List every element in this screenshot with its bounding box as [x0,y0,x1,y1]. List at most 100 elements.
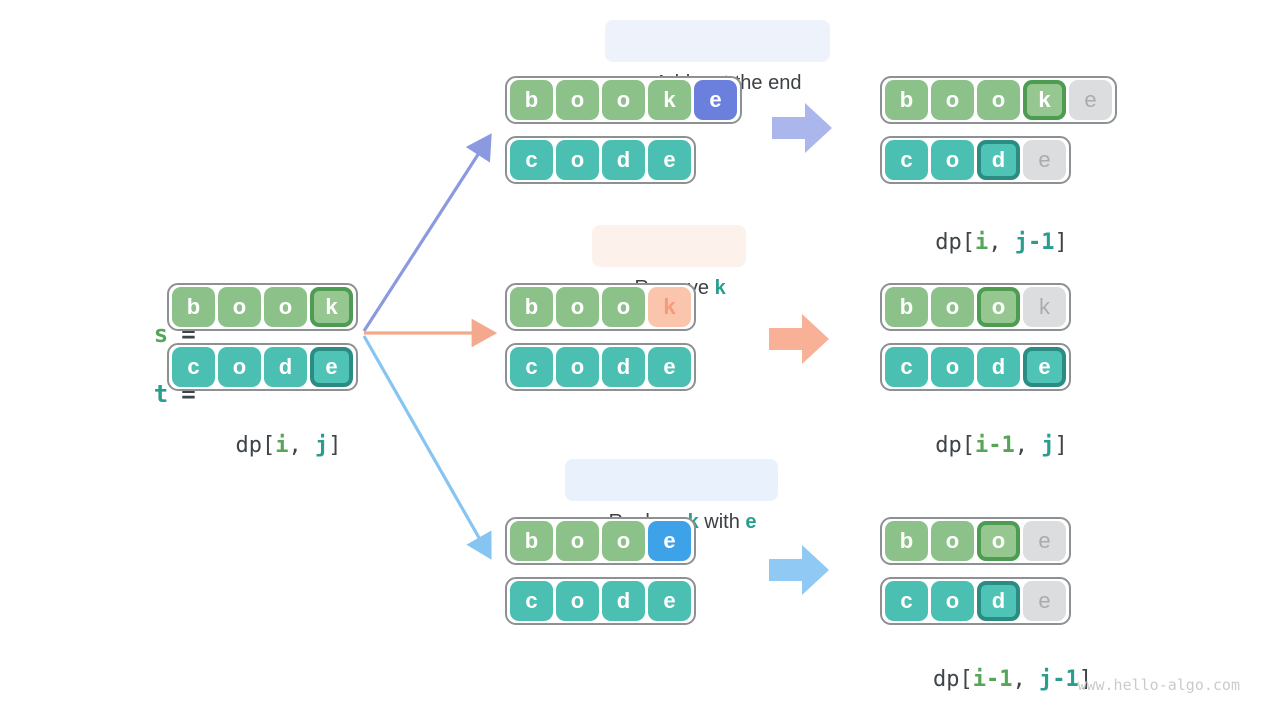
caption-part: j [314,433,329,458]
dp-caption-remove: dp[i-1, j] [880,408,1070,483]
char-cell: b [885,521,928,561]
caption-part: i [974,230,989,255]
char-cell-replaced: e [648,521,691,561]
char-cell: o [218,347,261,387]
char-cell-highlighted: o [977,521,1020,561]
char-cell: o [602,521,645,561]
char-cell: c [510,347,553,387]
char-cell: k [648,80,691,120]
label-part: e [745,511,757,533]
char-cell-dimmed: e [1023,581,1066,621]
char-cell: c [885,347,928,387]
char-cell: o [556,140,599,180]
char-cell: o [602,287,645,327]
caption-part: j [1041,433,1055,458]
caption-part: ] [1078,667,1092,692]
char-cell: o [556,347,599,387]
label-part: k [714,277,726,299]
operation-label-replace: Replace k with e [565,459,778,533]
char-cell: c [885,581,928,621]
caption-part: i [275,433,289,458]
caption-part: ] [328,433,342,458]
char-cell-added: e [694,80,737,120]
watermark: www.hello-algo.com [1077,676,1240,694]
char-cell-dimmed: e [1023,140,1066,180]
dp-caption-add: dp[i, j-1] [880,205,1070,280]
char-cell: o [931,521,974,561]
string-array-add-result-t: c o d e [880,136,1071,184]
string-array-remove-t: c o d e [505,343,696,391]
caption-part: i-1 [972,667,1013,692]
char-cell-dimmed: k [1023,287,1066,327]
char-cell: o [602,80,645,120]
caption-part: j-1 [1038,667,1079,692]
block-arrow-add-icon [772,103,832,153]
char-cell: c [172,347,215,387]
block-arrow-remove-icon [769,314,829,364]
caption-part: j-1 [1014,230,1055,255]
char-cell-highlighted: o [977,287,1020,327]
char-cell: c [885,140,928,180]
string-array-s: b o o k [167,283,358,331]
char-cell-highlighted: k [310,287,353,327]
branch-arrow-replace-icon [362,335,492,560]
char-cell-highlighted: d [977,581,1020,621]
caption-part: dp[ [935,433,975,458]
char-cell: o [931,140,974,180]
char-cell-removed: k [648,287,691,327]
t-name: t [153,380,169,408]
char-cell: o [931,287,974,327]
operation-label-add: Add e at the end [605,20,830,94]
char-cell: e [648,347,691,387]
char-cell: o [218,287,261,327]
char-cell: o [556,287,599,327]
char-cell: o [556,521,599,561]
caption-part: ] [1054,433,1068,458]
char-cell: b [510,287,553,327]
char-cell: b [510,521,553,561]
string-array-replace-s: b o o e [505,517,696,565]
string-array-remove-result-t: c o d e [880,343,1071,391]
caption-part: , [1012,667,1039,692]
block-arrow-replace-icon [769,545,829,595]
char-cell: d [602,140,645,180]
char-cell-highlighted: e [1023,347,1066,387]
caption-part: , [1014,433,1042,458]
char-cell: d [602,581,645,621]
char-cell: o [556,80,599,120]
char-cell: o [556,581,599,621]
string-array-add-t: c o d e [505,136,696,184]
caption-part: dp[ [235,433,276,458]
caption-part: dp[ [932,667,973,692]
caption-part: , [288,433,315,458]
char-cell: o [931,347,974,387]
char-cell: b [510,80,553,120]
dp-caption: dp[i, j] [167,408,357,483]
char-cell: b [172,287,215,327]
char-cell: e [648,140,691,180]
char-cell-highlighted: d [977,140,1020,180]
string-array-t: c o d e [167,343,358,391]
char-cell-dimmed: e [1069,80,1112,120]
label-part: with [698,511,746,533]
char-cell: b [885,287,928,327]
string-array-replace-result-s: b o o e [880,517,1071,565]
char-cell: b [885,80,928,120]
char-cell: o [931,80,974,120]
char-cell-highlighted: e [310,347,353,387]
char-cell: c [510,140,553,180]
char-cell: o [931,581,974,621]
char-cell: e [648,581,691,621]
char-cell: d [602,347,645,387]
s-name: s [153,320,169,348]
dp-caption-replace: dp[i-1, j-1] [880,642,1092,717]
caption-part: , [988,230,1015,255]
string-array-add-result-s: b o o k e [880,76,1117,124]
operation-label-remove: Remove k [592,225,746,299]
char-cell: c [510,581,553,621]
char-cell-highlighted: k [1023,80,1066,120]
char-cell-dimmed: e [1023,521,1066,561]
caption-part: dp[ [935,230,975,255]
string-array-replace-result-t: c o d e [880,577,1071,625]
